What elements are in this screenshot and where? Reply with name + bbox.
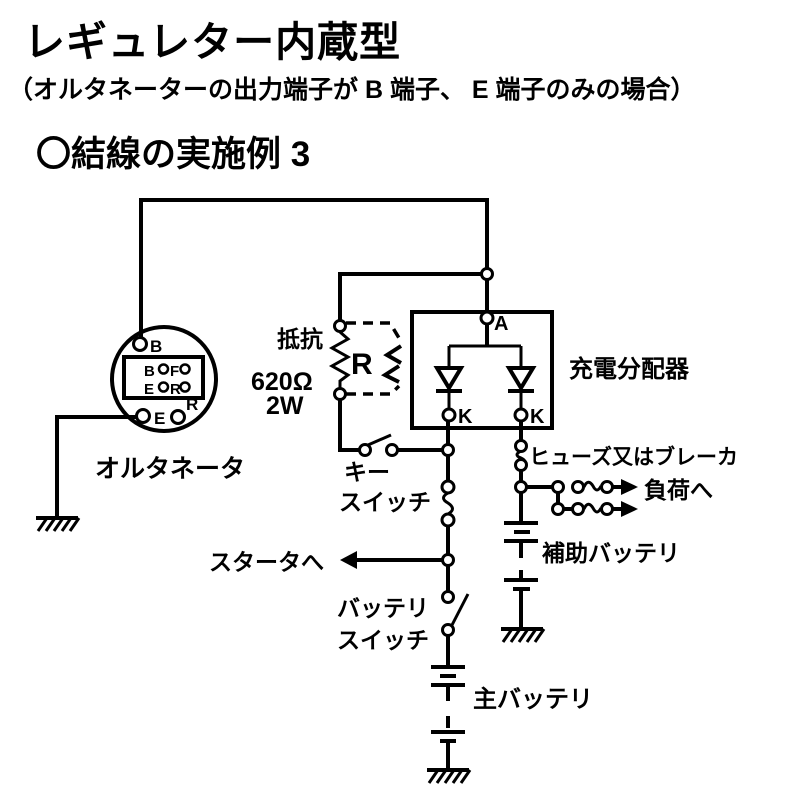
regulator-pin-b-label: B	[144, 363, 155, 380]
fuse-right-top	[514, 439, 528, 453]
ground-aux-battery	[501, 627, 546, 643]
alternator-body	[110, 325, 218, 433]
resistor-zigzag	[328, 330, 352, 388]
wire-resistor-to-keyswitch	[338, 399, 360, 452]
load2-contact	[551, 502, 565, 516]
resistor-label: 抵抗	[277, 326, 323, 352]
terminal-k2	[513, 407, 529, 423]
starter-label: スタータへ	[209, 549, 324, 575]
regulator-pin-e-label: E	[144, 381, 154, 398]
alternator-label: オルタネータ	[95, 455, 245, 483]
regulator-pin-r	[179, 381, 191, 393]
key-switch-label-1: キー	[344, 459, 390, 485]
page-subtitle: （オルタネーターの出力端子が B 端子、 E 端子のみの場合）	[8, 76, 696, 104]
labels: 抵抗 620Ω 2W R A K K 充電分配器 オルタネータ B E R B …	[95, 313, 738, 713]
regulator-pin-r-label: R	[170, 381, 181, 398]
wire-e-to-ground	[55, 415, 137, 518]
diode2-triangle	[505, 366, 537, 392]
fuse-center-bottom	[440, 512, 456, 528]
resistor-symbol: R	[351, 348, 373, 381]
regulator-pin-f-label: F	[170, 363, 179, 380]
ground-main-battery	[427, 768, 472, 784]
junction-starter	[441, 553, 455, 567]
key-switch-contact-right	[385, 443, 399, 457]
terminal-b-label: B	[150, 337, 162, 356]
key-switch-blade	[367, 433, 392, 447]
key-switch-contact-left	[358, 443, 372, 457]
aux-battery-symbol	[504, 521, 538, 628]
distributor-label: 充電分配器	[569, 355, 690, 383]
battery-switch-blade	[449, 593, 470, 628]
resistor-power: 2W	[266, 392, 304, 420]
load1-contact	[551, 480, 565, 494]
load1-fuse-right	[600, 480, 614, 494]
resistor-terminal-top	[333, 319, 347, 333]
load-arrowhead-2	[621, 501, 638, 517]
diode-pair	[433, 324, 537, 409]
page-title: レギュレター内蔵型	[24, 19, 402, 65]
wire-b-to-a	[139, 198, 489, 341]
terminals	[132, 267, 614, 637]
dashed-top	[346, 321, 401, 339]
regulator-pin-e	[157, 381, 170, 393]
example-heading: 〇結線の実施例 3	[36, 135, 311, 174]
fuse-label: ヒューズ又はブレーカ	[529, 445, 738, 469]
terminal-a	[479, 310, 495, 326]
dashed-chevron-1	[383, 344, 403, 365]
load2-fuse-left	[571, 502, 585, 516]
load-arrowhead-1	[621, 479, 638, 495]
load1-fuse-left	[571, 480, 585, 494]
alternator-terminal-r	[170, 409, 186, 425]
dashed-bottom	[346, 384, 401, 396]
regulator-pin-b	[157, 363, 170, 375]
main-battery-label: 主バッテリ	[473, 686, 593, 713]
battery-switch-contact-bottom	[441, 623, 455, 637]
regulator-inner-box	[122, 355, 205, 400]
load2-fuse-right	[600, 502, 614, 516]
starter-arrowhead	[340, 551, 357, 569]
fuse-wave-load2	[582, 502, 603, 514]
fuse-wave-center	[442, 491, 454, 516]
regulator-pin-f	[179, 363, 191, 375]
diode1-triangle	[433, 366, 465, 392]
terminal-k2-label: K	[530, 406, 545, 428]
wire-junction-to-resistor	[338, 272, 487, 321]
battery-switch-label-2: スイッチ	[337, 627, 429, 653]
dashed-chevron-2	[380, 364, 401, 384]
resistor-terminal-bottom	[333, 387, 347, 401]
junction-top	[480, 267, 494, 281]
load-label: 負荷へ	[644, 477, 713, 503]
main-battery-symbol	[431, 665, 465, 770]
battery-switch-label-1: バッテリ	[337, 595, 429, 621]
key-switch-label-2: スイッチ	[339, 489, 431, 515]
junction-keyswitch	[441, 443, 455, 457]
alternator-terminal-e	[135, 408, 151, 424]
terminal-k1-label: K	[458, 406, 473, 428]
ground-left	[36, 516, 81, 532]
fuse-wave-load1	[582, 480, 603, 492]
resistor-dashed-box	[346, 321, 403, 396]
alternator-terminal-b	[132, 336, 148, 352]
terminal-a-label: A	[494, 313, 508, 335]
fuse-center-top	[440, 479, 456, 495]
wires	[55, 198, 638, 665]
battery-switch-contact-top	[441, 590, 455, 604]
fuse-right-bottom	[514, 458, 528, 472]
terminal-e-label: E	[154, 409, 165, 428]
aux-battery-label: 補助バッテリ	[541, 540, 680, 566]
terminal-r-label: R	[186, 395, 198, 414]
junction-load	[514, 480, 528, 494]
terminal-k1	[441, 407, 457, 423]
resistor-value: 620Ω	[251, 368, 313, 396]
